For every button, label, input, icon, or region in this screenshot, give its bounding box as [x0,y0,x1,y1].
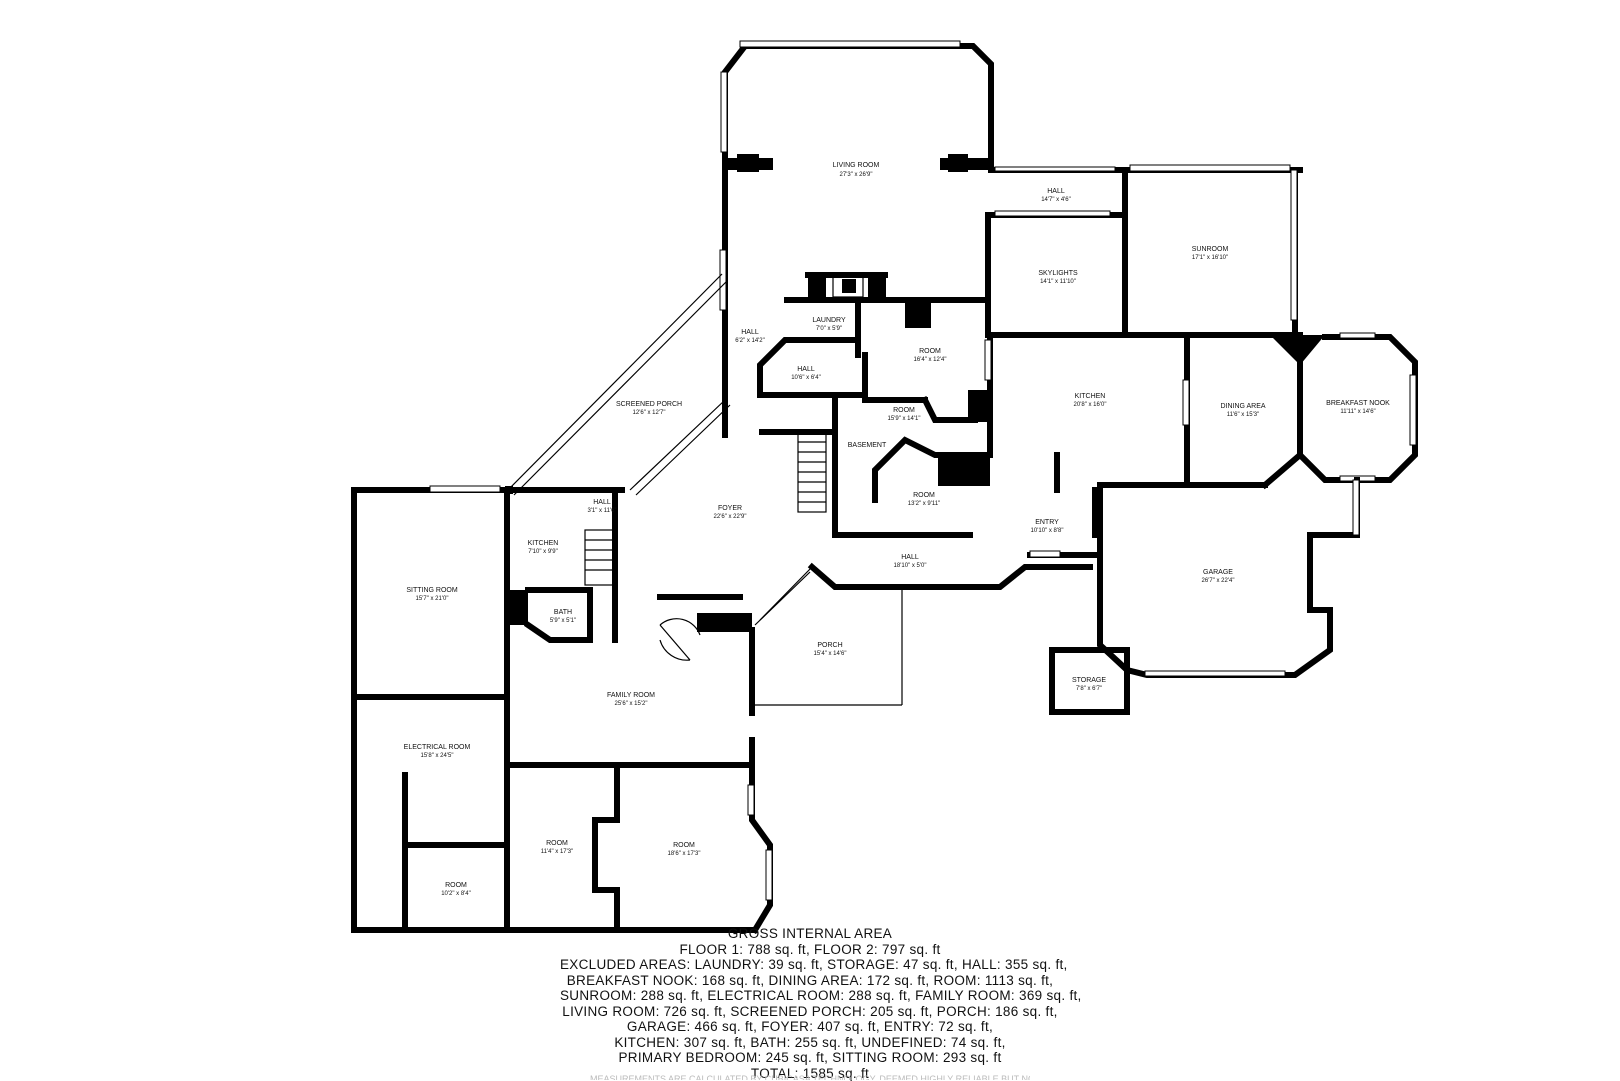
room-dims: 10'2" x 8'4" [441,891,471,897]
room-dims: 16'4" x 12'4" [914,357,947,363]
room-label: HALL [741,329,759,336]
room-label: SITTING ROOM [406,587,458,594]
room-dims: 10'6" x 6'4" [791,375,821,381]
room-label: BREAKFAST NOOK [1326,400,1390,407]
area-line: KITCHEN: 307 sq. ft, BATH: 255 sq. ft, U… [560,1035,1060,1051]
spiral-stair [660,619,700,660]
room-label: DINING AREA [1220,403,1265,410]
room-dims: 26'7" x 22'4" [1202,578,1235,584]
area-line: PRIMARY BEDROOM: 245 sq. ft, SITTING ROO… [560,1050,1060,1066]
room-label: LAUNDRY [812,317,846,324]
room-label: ROOM [445,882,467,889]
lower-left-wing [354,486,772,930]
room-dims: 10'10" x 8'8" [1031,528,1064,534]
room-label: HALL [1047,188,1065,195]
room-dims: 6'2" x 14'2" [735,338,765,344]
room-label: ELECTRICAL ROOM [404,744,471,751]
sunroom-block [988,165,1300,335]
room-dims: 14'1" x 11'10" [1040,279,1076,285]
room-label: BATH [554,609,572,616]
center-core [760,273,991,535]
room-label: PORCH [817,642,842,649]
measurement-disclaimer: MEASUREMENTS ARE CALCULATED BY CUBICASA … [590,1074,1030,1080]
room-labels: LIVING ROOM 27'3" x 26'9" HALL 14'7" x 4… [404,162,1390,897]
room-label: HALL [797,366,815,373]
left-stairs [585,530,615,585]
room-label: FAMILY ROOM [607,692,655,699]
room-dims: 11'6" x 15'3" [1227,412,1259,418]
room-dims: 15'8" x 24'5" [421,753,454,759]
room-dims: 12'6" x 12'7" [633,410,666,416]
chimney-right [948,154,968,172]
room-label: KITCHEN [1075,393,1106,400]
room-dims: 13'2" x 9'11" [908,501,940,507]
area-line: BREAKFAST NOOK: 168 sq. ft, DINING AREA:… [560,973,1060,989]
room-dims: 27'3" x 26'9" [840,172,873,178]
room-label: HALL [901,554,919,561]
screened-porch [505,274,730,495]
room-dims: 7'8" x 6'7" [1076,686,1102,692]
area-line: LIVING ROOM: 726 sq. ft, SCREENED PORCH:… [560,1004,1060,1020]
room-label: ENTRY [1035,519,1059,526]
room-label: KITCHEN [528,540,559,547]
room-dims: 5'9" x 5'1" [550,618,576,624]
room-label: SKYLIGHTS [1038,270,1078,277]
area-line: SUNROOM: 288 sq. ft, ELECTRICAL ROOM: 28… [560,988,1060,1004]
room-dims: 15'4" x 14'6" [814,651,847,657]
room-label: GARAGE [1203,569,1233,576]
room-dims: 11'4" x 17'3" [541,849,573,855]
gross-internal-area: GROSS INTERNAL AREA FLOOR 1: 788 sq. ft,… [560,926,1060,1081]
room-label: FOYER [718,505,742,512]
basement-stairs [798,432,826,512]
chimney-left [737,154,759,172]
room-dims: 15'7" x 21'0" [416,596,449,602]
room-label: STORAGE [1072,677,1106,684]
room-label: ROOM [913,492,935,499]
room-label: HALL [593,499,611,506]
room-dims: 20'8" x 16'0" [1074,402,1107,408]
room-label: SUNROOM [1192,246,1229,253]
area-line: GARAGE: 466 sq. ft, FOYER: 407 sq. ft, E… [560,1019,1060,1035]
area-line: FLOOR 1: 788 sq. ft, FLOOR 2: 797 sq. ft [560,942,1060,958]
room-label: BASEMENT [848,442,887,449]
area-line: EXCLUDED AREAS: LAUNDRY: 39 sq. ft, STOR… [560,957,1060,973]
room-dims: 17'1" x 16'10" [1192,255,1228,261]
room-label: ROOM [673,842,695,849]
room-dims: 15'9" x 14'1" [888,416,921,422]
room-dims: 18'6" x 17'3" [668,851,701,857]
room-dims: 7'10" x 9'9" [528,549,558,555]
area-title: GROSS INTERNAL AREA [560,926,1060,942]
room-label: LIVING ROOM [833,162,880,169]
room-label: ROOM [919,348,941,355]
kitchen-wing [1057,333,1416,535]
room-dims: 11'11" x 14'6" [1340,409,1375,415]
room-dims: 14'7" x 4'6" [1041,197,1071,203]
room-dims: 3'1" x 11'6" [587,508,616,514]
room-dims: 22'6" x 22'9" [714,514,747,520]
porch-hall [755,567,1090,705]
room-dims: 25'6" x 15'2" [615,701,648,707]
room-label: ROOM [893,407,915,414]
room-label: ROOM [546,840,568,847]
room-dims: 7'0" x 5'9" [816,326,842,332]
room-dims: 18'10" x 5'0" [894,563,927,569]
room-label: SCREENED PORCH [616,401,682,408]
